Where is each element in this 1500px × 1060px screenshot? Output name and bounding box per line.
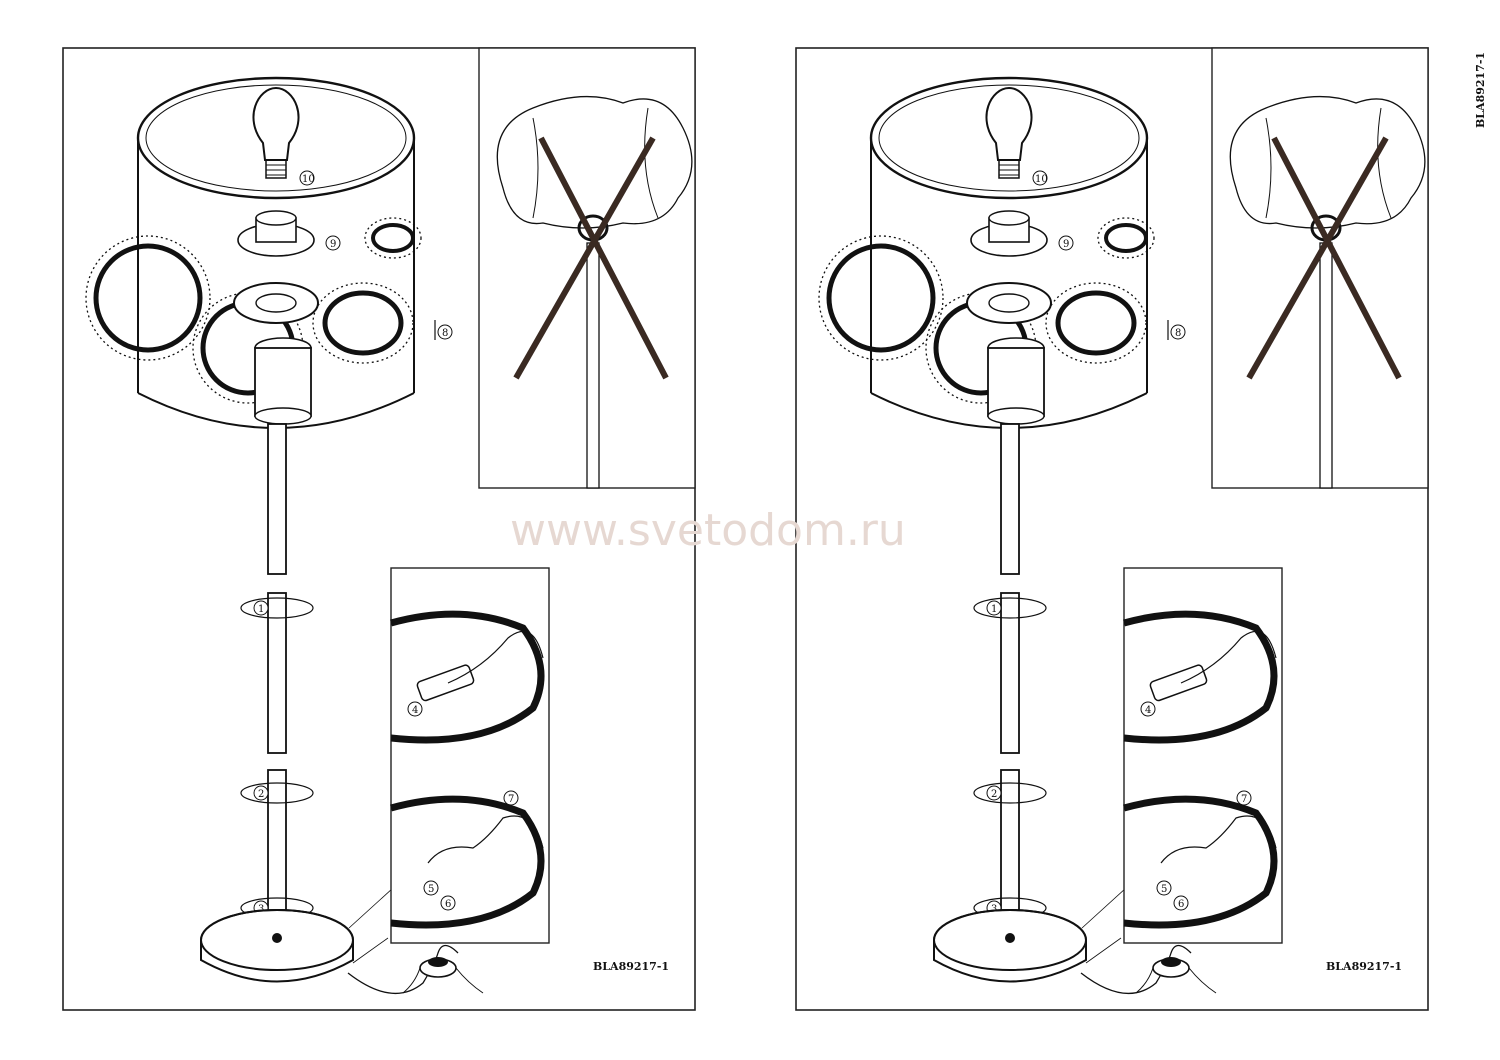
watermark: www.svetodom.ru bbox=[510, 505, 906, 556]
panel-right: BLA89217-1 bbox=[796, 48, 1428, 1010]
corner-code: BLA89217-1 bbox=[1474, 52, 1487, 128]
panel-right-code: BLA89217-1 bbox=[1326, 960, 1402, 973]
panel-left-code: BLA89217-1 bbox=[593, 960, 669, 973]
panel-left: BLA89217-1 bbox=[63, 48, 695, 1010]
